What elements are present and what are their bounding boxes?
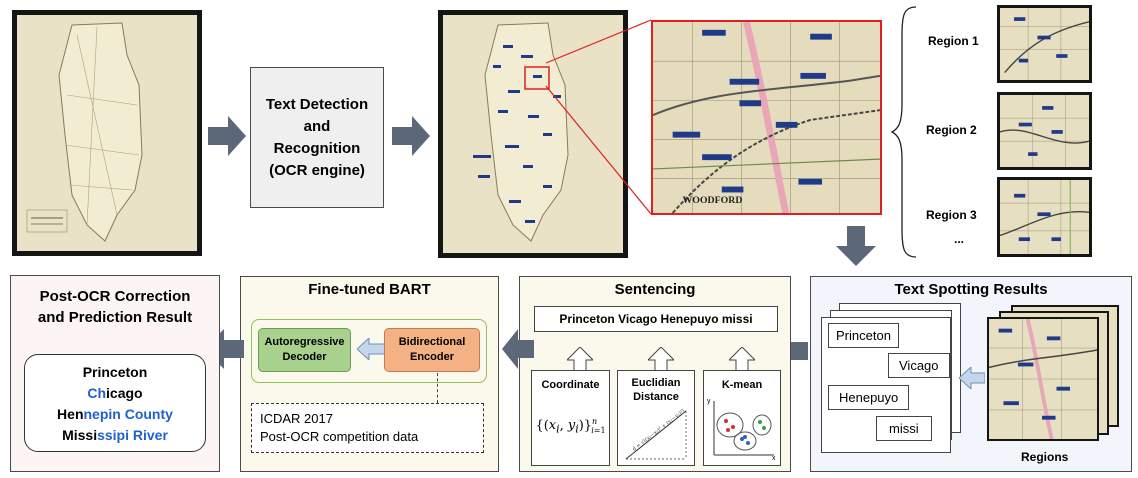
- region-3-thumbnail: [997, 177, 1092, 257]
- text-spotting-title: Text Spotting Results: [894, 281, 1048, 298]
- euclidian-label: Euclidian Distance: [631, 377, 681, 403]
- corrected-part: icago: [106, 385, 143, 401]
- coordinate-method-box: Coordinate {(xi, yi)}ni=1: [531, 370, 610, 466]
- spotted-word: Vicago: [888, 353, 950, 378]
- bart-panel: Fine-tuned BART Autoregressive Decoder B…: [240, 276, 499, 472]
- sentencing-panel: Sentencing Princeton Vicago Henepuyo mis…: [519, 276, 791, 472]
- bidirectional-encoder-block: Bidirectional Encoder: [384, 328, 480, 372]
- original-part: Hen: [57, 406, 84, 422]
- training-data-box: ICDAR 2017 Post-OCR competition data: [251, 403, 484, 453]
- up-arrow-icon: [648, 347, 674, 373]
- region-1-thumbnail: [997, 5, 1092, 83]
- coordinate-label: Coordinate: [541, 379, 600, 391]
- corrected-part: nepin County: [83, 406, 173, 422]
- corrected-word: Princeton: [25, 362, 205, 383]
- euclidian-method-box: Euclidian Distance d = √((x₁−x₂)² + (y₁−…: [617, 370, 695, 466]
- zoomed-map-region: WOODFORD: [651, 20, 882, 215]
- up-arrow-icon: [567, 347, 593, 373]
- detected-map-image: [438, 10, 628, 258]
- training-data-line1: ICDAR 2017: [260, 411, 333, 426]
- bart-title: Fine-tuned BART: [308, 281, 431, 298]
- regions-ellipsis: ...: [954, 232, 965, 246]
- curly-brace-icon: [890, 6, 917, 258]
- result-panel: Post-OCR Correction and Prediction Resul…: [10, 275, 220, 472]
- regions-caption: Regions: [1021, 450, 1069, 464]
- region-3-label: Region 3: [926, 208, 977, 222]
- region-2-label: Region 2: [926, 123, 977, 137]
- spotted-word: Henepuyo: [828, 385, 910, 410]
- axis-y-label: y: [707, 398, 711, 405]
- axis-x-label: x: [772, 455, 776, 462]
- original-part: Missi: [62, 427, 98, 443]
- spotted-word: Princeton: [828, 323, 899, 348]
- result-page-front: Princeton Vicago Henepuyo missi: [821, 317, 951, 453]
- svg-text:d = √((x₁−x₂)² + (y₁−y₂)²): d = √((x₁−x₂)² + (y₁−y₂)²): [631, 409, 686, 453]
- cluster-plot-icon: [713, 401, 774, 456]
- spotted-word: missi: [876, 416, 932, 441]
- text-spotting-panel: Text Spotting Results Princeton Vicago H…: [810, 276, 1132, 472]
- down-arrow-icon: [836, 226, 876, 266]
- region-stack-front: [987, 317, 1099, 441]
- kmean-method-box: K-mean y x: [703, 370, 781, 466]
- original-part: Ch: [87, 385, 107, 401]
- left-arrow-icon: [959, 367, 985, 389]
- ocr-engine-label: Text Detection and Recognition (OCR engi…: [265, 95, 369, 179]
- kmean-label: K-mean: [721, 379, 763, 391]
- coordinate-formula: {(xi, yi)}ni=1: [535, 417, 606, 436]
- svg-text:WOODFORD: WOODFORD: [682, 195, 742, 206]
- region-2-thumbnail: [997, 92, 1092, 170]
- left-arrow-icon: [502, 329, 534, 369]
- right-arrow-icon: [392, 116, 430, 156]
- up-arrow-icon: [729, 347, 755, 373]
- sentence-box: Princeton Vicago Henepuyo missi: [534, 306, 778, 332]
- corrected-word: Hennepin County: [25, 404, 205, 425]
- corrected-text-box: Princeton Chicago Hennepin County Missis…: [24, 354, 206, 452]
- data-connector-line: [437, 373, 438, 403]
- training-data-line2: Post-OCR competition data: [260, 429, 419, 444]
- distance-diagram-icon: d = √((x₁−x₂)² + (y₁−y₂)²): [625, 409, 687, 460]
- region-1-label: Region 1: [928, 34, 979, 48]
- corrected-part: ssipi River: [97, 427, 168, 443]
- original-map-image: [12, 10, 202, 256]
- sentencing-title: Sentencing: [614, 281, 696, 298]
- ocr-engine-box: Text Detection and Recognition (OCR engi…: [250, 67, 384, 208]
- result-title-line2: and Prediction Result: [37, 309, 193, 326]
- left-arrow-icon: [357, 338, 387, 360]
- original-part: Princeton: [82, 364, 148, 380]
- result-title-line1: Post-OCR Correction: [39, 288, 191, 305]
- autoregressive-decoder-block: Autoregressive Decoder: [258, 328, 351, 372]
- corrected-word: Chicago: [25, 383, 205, 404]
- right-arrow-icon: [208, 116, 246, 156]
- bart-model-container: [251, 319, 487, 383]
- corrected-word: Mississipi River: [25, 425, 205, 446]
